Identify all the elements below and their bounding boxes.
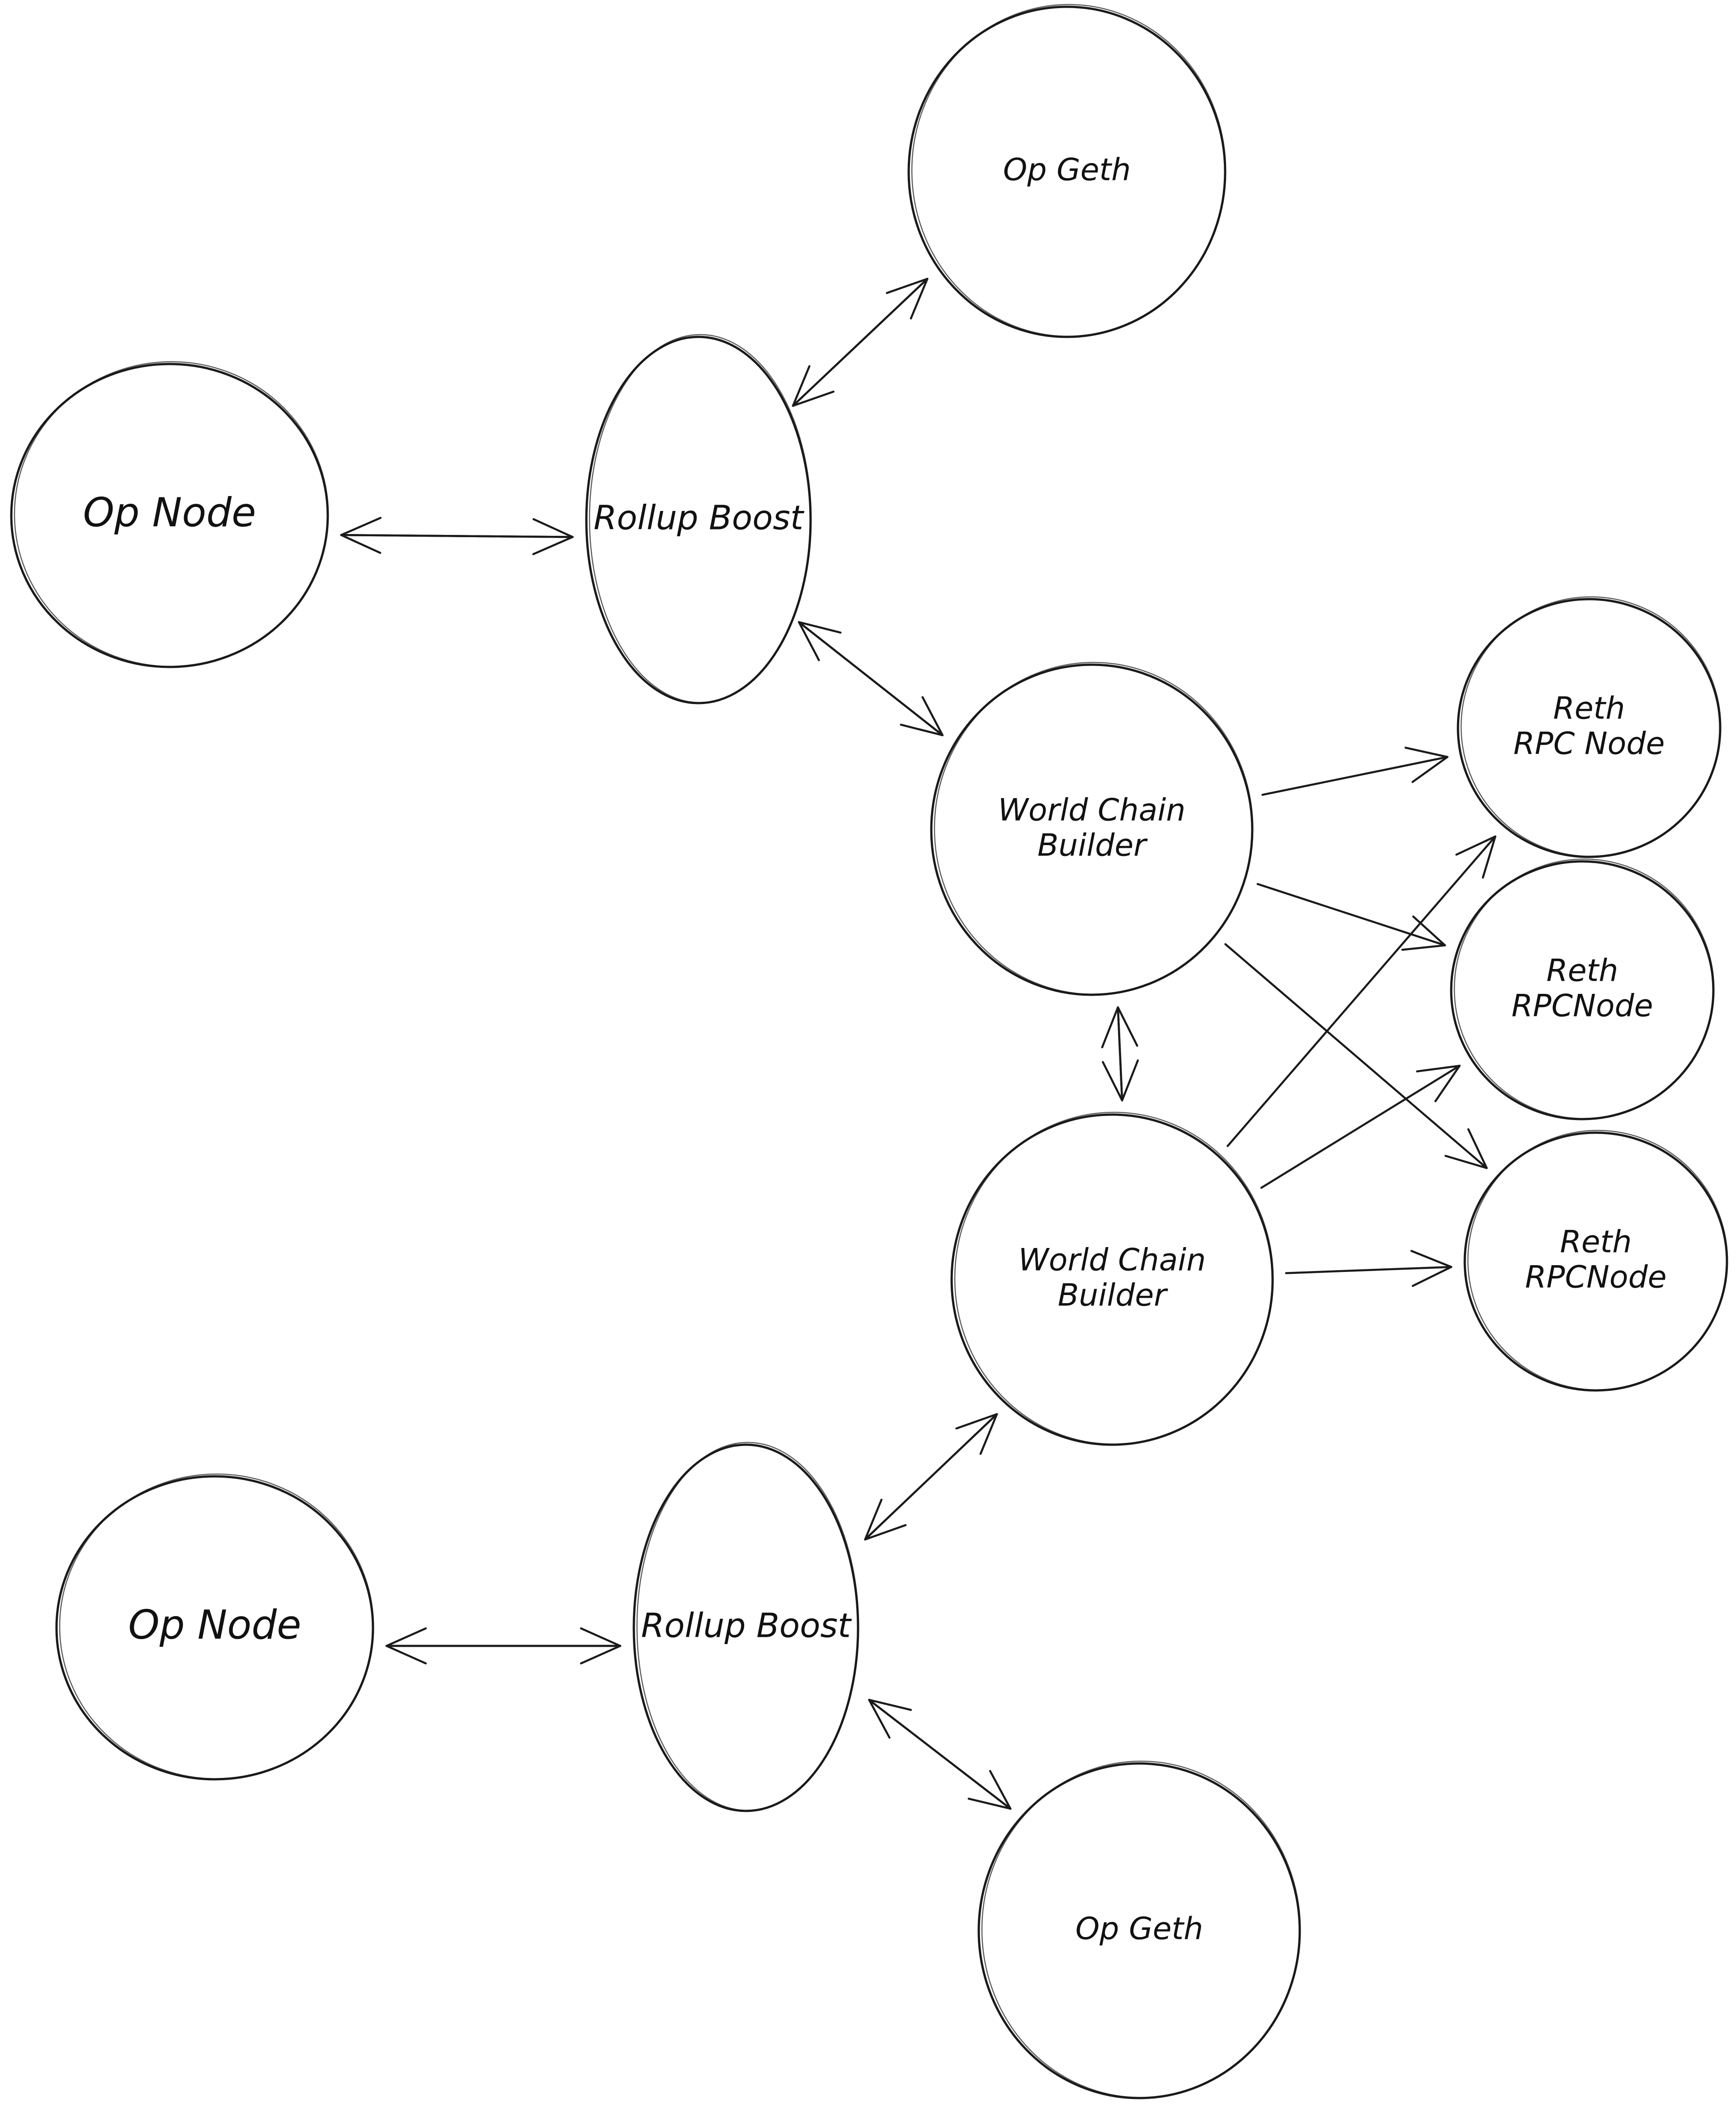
edge-line	[340, 534, 574, 538]
edge-arrow	[797, 621, 944, 737]
node-label: Op Geth	[1003, 152, 1131, 188]
edges-layer	[340, 278, 1496, 1810]
node-op-geth-top[interactable]: Op Geth	[907, 4, 1227, 338]
edge-arrow	[1285, 1250, 1453, 1287]
arrowhead-icon	[1404, 747, 1448, 783]
arrowhead-icon	[868, 1699, 912, 1739]
node-label: Builder	[1058, 1278, 1169, 1314]
edge-line	[1260, 1064, 1461, 1189]
node-label: World Chain	[998, 792, 1186, 828]
node-label: Reth	[1560, 1224, 1632, 1260]
node-label: RPC Node	[1514, 726, 1665, 762]
arrowhead-icon	[1101, 1006, 1138, 1049]
edge-line	[1117, 1006, 1123, 1101]
arrowhead-icon	[1410, 1250, 1453, 1287]
edge-arrow	[385, 1627, 622, 1664]
node-sketch-stroke	[911, 4, 1227, 337]
arrowhead-icon	[1416, 1064, 1461, 1102]
node-rollup-boost-top[interactable]: Rollup Boost	[585, 334, 812, 704]
node-sketch-stroke	[934, 662, 1254, 995]
node-label: World Chain	[1019, 1242, 1206, 1278]
arrowhead-icon	[580, 1627, 622, 1664]
edge-line	[797, 621, 944, 737]
node-label: Reth	[1553, 690, 1625, 726]
node-sketch-stroke	[14, 361, 329, 667]
edge-line	[1285, 1266, 1453, 1274]
node-op-node-top[interactable]: Op Node	[10, 361, 329, 668]
node-sketch-stroke	[59, 1473, 374, 1780]
edge-arrow	[340, 518, 574, 555]
node-label: Rollup Boost	[641, 1607, 852, 1645]
node-label: Op Node	[128, 1602, 302, 1648]
edge-line	[1224, 943, 1488, 1169]
edge-line	[792, 278, 929, 407]
edge-line	[868, 1699, 1012, 1810]
node-sketch-stroke	[636, 1442, 859, 1811]
node-label: Op Node	[83, 489, 256, 536]
edge-arrow	[1224, 943, 1488, 1169]
edge-line	[1256, 883, 1446, 946]
node-op-node-bottom[interactable]: Op Node	[55, 1473, 374, 1781]
arrowhead-icon	[792, 365, 835, 407]
edge-line	[1227, 835, 1496, 1147]
node-sketch-stroke	[1460, 596, 1722, 857]
node-label: Op Geth	[1076, 1911, 1203, 1947]
edge-line	[1261, 756, 1448, 796]
edge-arrow	[1261, 747, 1448, 796]
edge-arrow	[868, 1699, 1012, 1810]
node-sketch-stroke	[1453, 858, 1715, 1120]
edge-arrow	[792, 278, 929, 407]
edge-arrow	[1227, 835, 1496, 1147]
node-sketch-stroke	[1467, 1130, 1728, 1391]
arrowhead-icon	[532, 518, 574, 555]
arrowhead-icon	[1455, 835, 1496, 879]
node-label: Builder	[1038, 828, 1148, 864]
arrowhead-icon	[797, 621, 842, 662]
edge-line	[864, 1413, 998, 1541]
node-rollup-boost-bottom[interactable]: Rollup Boost	[632, 1442, 859, 1812]
edge-arrow	[1101, 1006, 1138, 1101]
node-sketch-stroke	[981, 1760, 1301, 2099]
arrowhead-icon	[864, 1498, 907, 1541]
edge-arrow	[1256, 883, 1446, 951]
node-op-geth-bottom[interactable]: Op Geth	[977, 1760, 1301, 2099]
node-sketch-stroke	[589, 334, 812, 704]
node-label: Reth	[1547, 953, 1618, 988]
node-sketch-stroke	[954, 1111, 1274, 1445]
node-label: RPCNode	[1525, 1260, 1666, 1295]
arrowhead-icon	[1401, 915, 1446, 951]
arrowhead-icon	[1444, 1128, 1488, 1169]
node-label: Rollup Boost	[594, 499, 805, 538]
node-label: RPCNode	[1511, 988, 1653, 1024]
edge-arrow	[864, 1413, 998, 1541]
edge-arrow	[1260, 1064, 1461, 1189]
